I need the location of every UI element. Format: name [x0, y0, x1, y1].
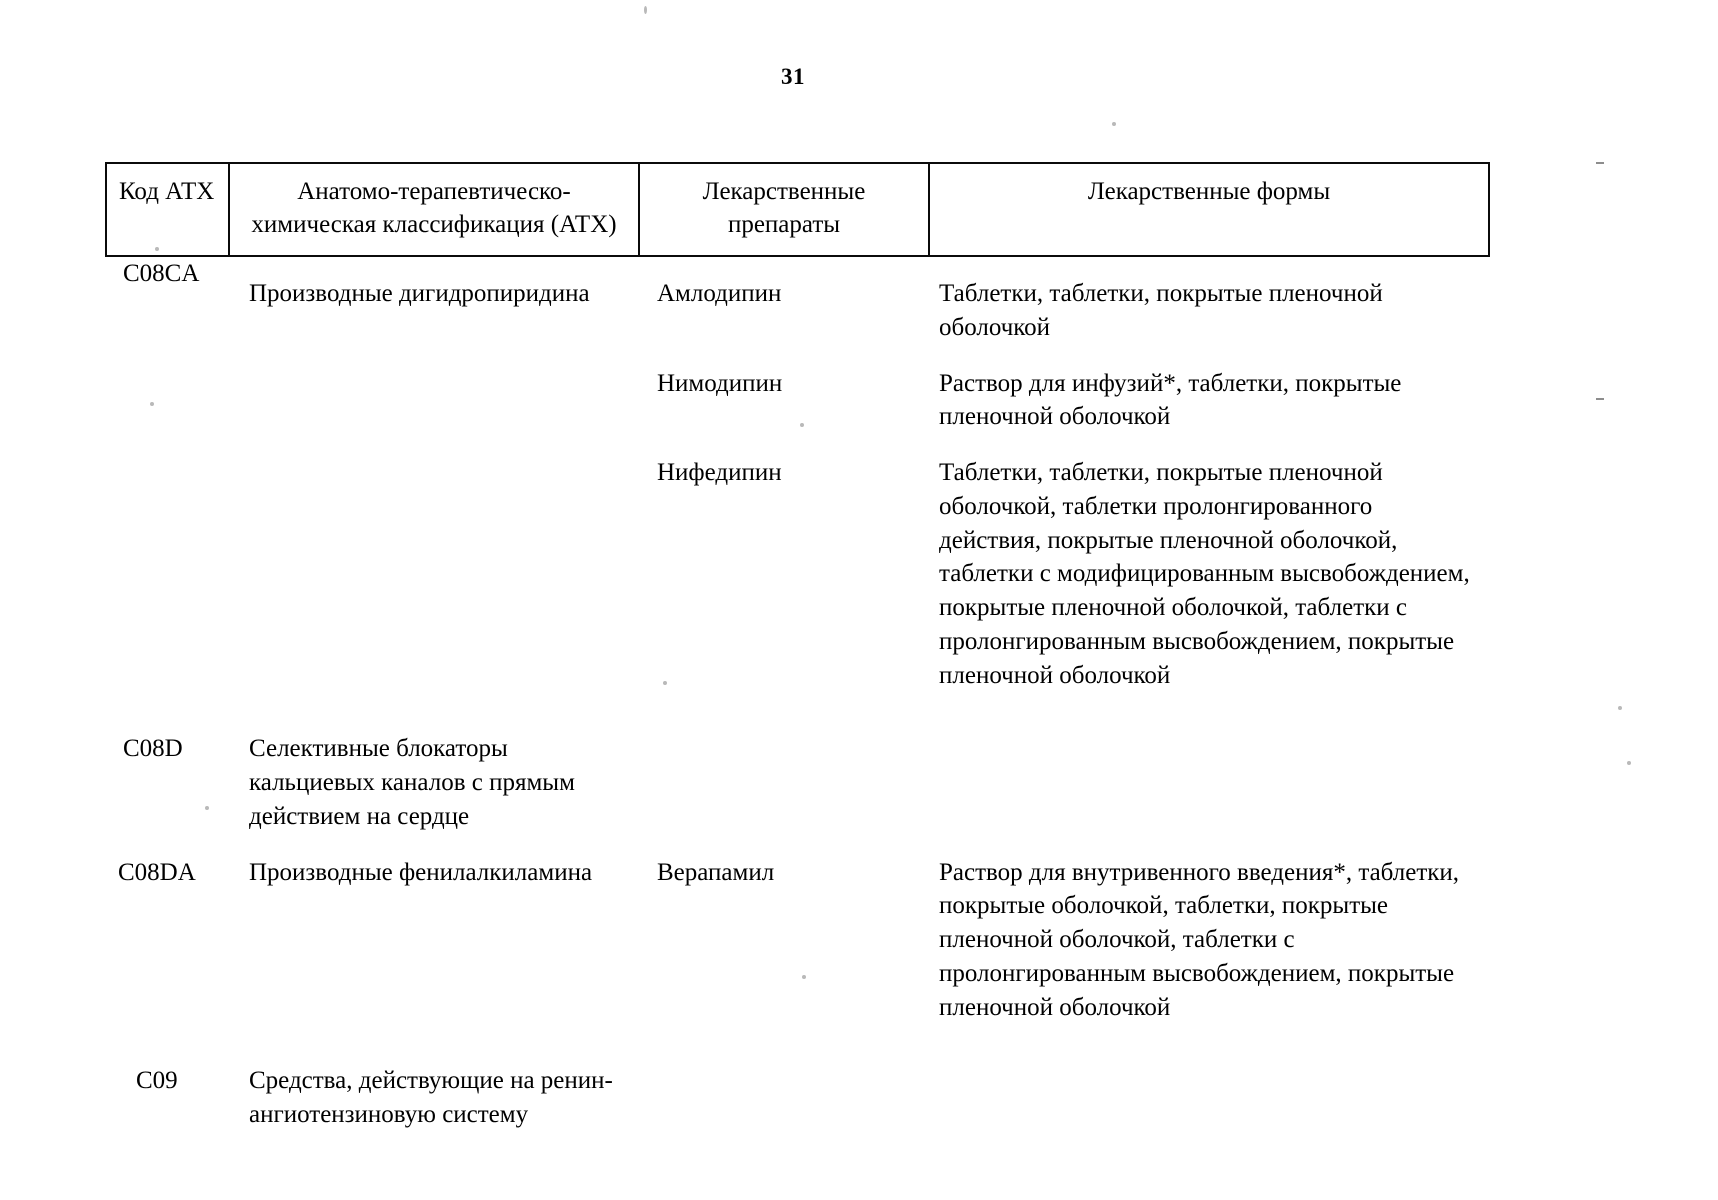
- spacer-cell: [106, 692, 229, 732]
- row-spacer: [106, 834, 1489, 856]
- cell-code: C09: [106, 1064, 229, 1132]
- spacer-cell: [106, 1024, 229, 1064]
- cell-classification: [229, 367, 639, 435]
- cell-dosage-forms: Раствор для инфузий*, таблетки, покрытые…: [929, 367, 1489, 435]
- cell-drug: Амлодипин: [639, 256, 929, 345]
- cell-drug: Нифедипин: [639, 456, 929, 692]
- header-drugs-line2: препараты: [727, 210, 841, 238]
- spacer-cell: [639, 692, 929, 732]
- spacer-cell: [229, 1024, 639, 1064]
- spacer-cell: [229, 692, 639, 732]
- scan-speck: [205, 806, 209, 810]
- table-header: Код АТХ Анатомо-терапевтическо- химическ…: [105, 162, 1490, 257]
- page-number: 31: [781, 64, 805, 89]
- scan-speck: [150, 402, 154, 406]
- dosage-forms-value: Раствор для внутривенного введения*, таб…: [939, 858, 1460, 1021]
- dosage-forms-value: Таблетки, таблетки, покрытые пленочной о…: [939, 459, 1470, 689]
- dosage-forms-value: Таблетки, таблетки, покрытые пленочной о…: [939, 280, 1383, 341]
- cell-code: C08D: [106, 732, 229, 833]
- classification-value: Производные фенилалкиламина: [249, 858, 593, 886]
- table-body: C08CA Производные дигидропиридина Амлоди…: [106, 256, 1489, 1132]
- scan-speck: [1618, 706, 1622, 710]
- cell-dosage-forms: [929, 732, 1489, 833]
- cell-drug: Верапамил: [639, 856, 929, 1025]
- spacer-cell: [929, 834, 1489, 856]
- spacer-cell: [639, 1024, 929, 1064]
- spacer-cell: [106, 434, 229, 456]
- spacer-cell: [229, 434, 639, 456]
- code-value: C08CA: [123, 260, 200, 287]
- header-row: Код АТХ Анатомо-терапевтическо- химическ…: [105, 162, 1490, 257]
- table-row: C08DA Производные фенилалкиламина Верапа…: [106, 856, 1489, 1025]
- drug-value: Амлодипин: [657, 280, 782, 307]
- spacer-cell: [929, 1024, 1489, 1064]
- row-spacer: [106, 1024, 1489, 1064]
- cell-dosage-forms: Таблетки, таблетки, покрытые пленочной о…: [929, 256, 1489, 345]
- table-row: C09 Средства, действующие на ренин-ангио…: [106, 1064, 1489, 1132]
- scan-speck: [802, 975, 806, 979]
- scan-edge-mark: [1596, 162, 1604, 164]
- cell-classification: Производные дигидропиридина: [229, 256, 639, 345]
- scan-speck: [644, 6, 647, 14]
- atx-classification-table: Код АТХ Анатомо-терапевтическо- химическ…: [105, 162, 1490, 1132]
- table-row: C08CA Производные дигидропиридина Амлоди…: [106, 256, 1489, 345]
- spacer-cell: [106, 834, 229, 856]
- spacer-cell: [639, 834, 929, 856]
- spacer-cell: [229, 834, 639, 856]
- spacer-cell: [929, 692, 1489, 732]
- drug-value: Нифедипин: [657, 459, 782, 486]
- cell-dosage-forms: Раствор для внутривенного введения*, таб…: [929, 856, 1489, 1025]
- table-row: Нимодипин Раствор для инфузий*, таблетки…: [106, 367, 1489, 435]
- cell-classification: Селективные блокаторы кальциевых каналов…: [229, 732, 639, 833]
- table-row: C08D Селективные блокаторы кальциевых ка…: [106, 732, 1489, 833]
- table-row: Нифедипин Таблетки, таблетки, покрытые п…: [106, 456, 1489, 692]
- cell-drug: [639, 1064, 929, 1132]
- cell-dosage-forms: Таблетки, таблетки, покрытые пленочной о…: [929, 456, 1489, 692]
- scan-speck: [663, 681, 667, 685]
- row-spacer: [106, 345, 1489, 367]
- classification-value: Селективные блокаторы кальциевых каналов…: [249, 735, 575, 830]
- spacer-cell: [229, 345, 639, 367]
- header-drugs: Лекарственные препараты: [638, 162, 930, 257]
- dosage-forms-value: Раствор для инфузий*, таблетки, покрытые…: [939, 369, 1402, 431]
- scan-speck: [1112, 122, 1116, 126]
- classification-value: Средства, действующие на ренин-ангиотенз…: [249, 1067, 613, 1128]
- header-drugs-line1: Лекарственные: [702, 178, 866, 205]
- cell-drug: Нимодипин: [639, 367, 929, 435]
- code-value: C08DA: [118, 858, 196, 886]
- code-value: C09: [136, 1067, 178, 1095]
- cell-code: C08DA: [106, 856, 229, 1025]
- header-classification-line1: Анатомо-терапевтическо-: [297, 178, 571, 205]
- spacer-cell: [639, 434, 929, 456]
- classification-value: Производные дигидропиридина: [249, 280, 590, 307]
- drug-value: Верапамил: [657, 858, 775, 886]
- cell-code: [106, 456, 229, 692]
- cell-classification: [229, 456, 639, 692]
- header-classification-line2: химическая классификация (АТХ): [251, 210, 617, 238]
- drug-value: Нимодипин: [657, 369, 783, 397]
- spacer-cell: [639, 345, 929, 367]
- cell-code: C08CA: [106, 256, 229, 345]
- spacer-cell: [929, 345, 1489, 367]
- cell-classification: Средства, действующие на ренин-ангиотенз…: [229, 1064, 639, 1132]
- header-code-atx: Код АТХ: [105, 162, 230, 257]
- spacer-cell: [929, 434, 1489, 456]
- header-dosage-forms: Лекарственные формы: [928, 162, 1490, 257]
- header-classification: Анатомо-терапевтическо- химическая класс…: [228, 162, 640, 257]
- scan-speck: [1627, 761, 1631, 765]
- row-spacer: [106, 692, 1489, 732]
- cell-drug: [639, 732, 929, 833]
- scan-speck: [800, 423, 804, 427]
- spacer-cell: [106, 345, 229, 367]
- cell-dosage-forms: [929, 1064, 1489, 1132]
- cell-classification: Производные фенилалкиламина: [229, 856, 639, 1025]
- row-spacer: [106, 434, 1489, 456]
- scan-edge-mark: [1596, 398, 1604, 400]
- code-value: C08D: [123, 735, 183, 763]
- cell-code: [106, 367, 229, 435]
